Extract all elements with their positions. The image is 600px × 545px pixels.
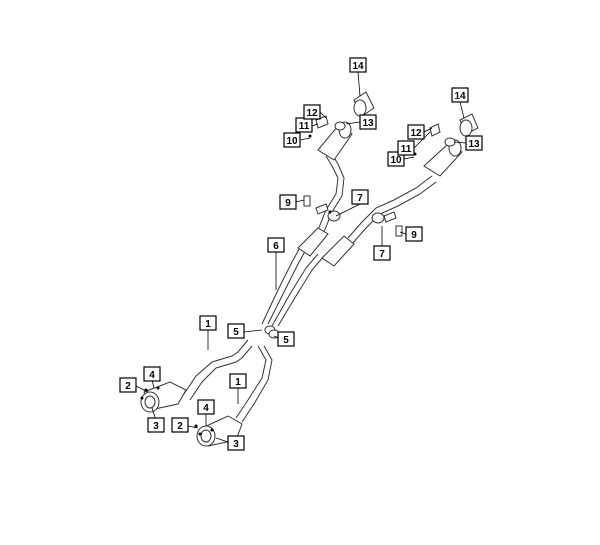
callout-7-left: 7 [351, 189, 369, 205]
callout-1-upper: 1 [199, 315, 217, 331]
callout-5-right: 5 [277, 331, 295, 347]
callout-label: 7 [357, 193, 363, 204]
callout-label: 7 [379, 249, 385, 260]
callout-6: 6 [267, 237, 285, 253]
callout-label: 14 [352, 61, 364, 72]
callout-label: 3 [233, 439, 239, 450]
left-muffler [317, 121, 353, 161]
callout-label: 9 [285, 198, 291, 209]
callout-3-left: 3 [147, 417, 165, 433]
left-exhaust-tip [353, 91, 375, 117]
right-resonator [321, 235, 355, 267]
callout-14-left: 14 [349, 57, 367, 73]
callout-label: 14 [454, 91, 466, 102]
callout-label: 13 [362, 118, 374, 129]
callout-label: 13 [468, 139, 480, 150]
callout-label: 2 [125, 381, 131, 392]
callout-2-right: 2 [171, 417, 189, 433]
callout-1-lower: 1 [229, 373, 247, 389]
right-exhaust-tip [459, 113, 479, 137]
left-resonator [297, 227, 329, 257]
callout-label: 12 [410, 128, 422, 139]
exhaust-pipes [183, 153, 437, 423]
callout-3-right: 3 [227, 435, 245, 451]
callout-label: 11 [299, 121, 310, 132]
callout-9-right: 9 [405, 226, 423, 242]
callout-11-left: 11 [295, 117, 313, 133]
callout-12-left: 12 [303, 104, 321, 120]
callout-label: 4 [203, 403, 209, 414]
callout-label: 3 [153, 421, 159, 432]
callout-label: 5 [233, 327, 239, 338]
callout-label: 11 [401, 144, 412, 155]
callout-12-right: 12 [407, 124, 425, 140]
callout-4-left: 4 [143, 366, 161, 382]
callout-label: 10 [286, 136, 298, 147]
callout-label: 2 [177, 421, 183, 432]
hangers [303, 115, 441, 237]
callout-9-left: 9 [279, 194, 297, 210]
callout-13-left: 13 [359, 114, 377, 130]
callout-5-left: 5 [227, 323, 245, 339]
callout-label: 1 [235, 377, 241, 388]
callout-14-right: 14 [451, 87, 469, 103]
callout-13-right: 13 [465, 135, 483, 151]
callout-7-right: 7 [373, 245, 391, 261]
callout-4-right: 4 [197, 399, 215, 415]
callout-label: 12 [306, 108, 318, 119]
callout-label: 6 [273, 241, 279, 252]
callout-label: 4 [149, 370, 155, 381]
clamps [264, 121, 456, 339]
callout-10-left: 10 [283, 132, 301, 148]
callout-label: 10 [390, 155, 402, 166]
callout-label: 1 [205, 319, 211, 330]
callout-2-left: 2 [119, 377, 137, 393]
callout-11-right: 11 [397, 140, 415, 156]
leader-lines [135, 71, 467, 443]
callout-label: 9 [411, 230, 417, 241]
left-catalytic-converter [140, 381, 187, 413]
right-muffler [423, 139, 463, 177]
callout-label: 5 [283, 335, 289, 346]
